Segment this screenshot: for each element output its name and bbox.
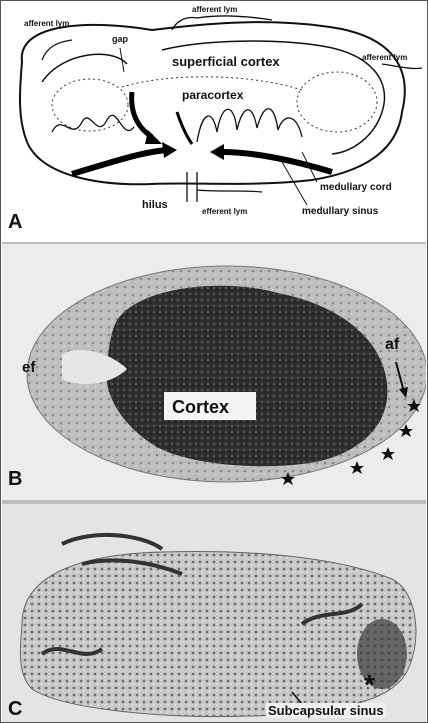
label-gap: gap bbox=[112, 34, 129, 44]
panel-c-letter: C bbox=[8, 698, 22, 721]
flow-arrowhead-right-lower bbox=[210, 144, 224, 160]
flow-arrowhead-left-lower bbox=[162, 142, 177, 158]
efferent-vessel bbox=[197, 190, 262, 192]
label-medullary-sinus: medullary sinus bbox=[302, 206, 379, 217]
label-efferent: efferent lym bbox=[202, 207, 247, 216]
flow-arrow-left-upper bbox=[132, 92, 152, 137]
node-body-c bbox=[20, 551, 416, 716]
label-cortex: Cortex bbox=[172, 397, 229, 417]
label-medullary-cord: medullary cord bbox=[320, 182, 392, 193]
label-af: af bbox=[385, 336, 400, 353]
label-superficial-cortex: superficial cortex bbox=[172, 54, 280, 69]
star-marker bbox=[350, 461, 364, 474]
flow-arrow-left-lower bbox=[72, 150, 167, 174]
label-paracortex: paracortex bbox=[182, 88, 244, 102]
flow-arrowhead-left-upper bbox=[145, 130, 162, 144]
label-afferent-right: afferent lym bbox=[362, 53, 407, 62]
medullary-sinus-leader bbox=[282, 162, 307, 205]
micrograph-c: * bbox=[2, 504, 426, 722]
capsule-outline bbox=[20, 22, 405, 184]
panel-b-micrograph: Cortex ef af B bbox=[2, 244, 426, 500]
lymph-node-schematic: afferent lym afferent lym afferent lym g… bbox=[2, 2, 426, 242]
panel-a-letter: A bbox=[8, 211, 22, 234]
label-subcapsular-sinus: Subcapsular sinus bbox=[266, 703, 386, 718]
micrograph-b: Cortex ef af bbox=[2, 244, 426, 500]
panel-b-letter: B bbox=[8, 468, 22, 491]
follicle-left bbox=[52, 79, 128, 131]
label-hilus: hilus bbox=[142, 199, 168, 211]
label-afferent-left: afferent lym bbox=[24, 19, 69, 28]
flow-arrow-center bbox=[177, 112, 192, 144]
afferent-vessel-left bbox=[42, 40, 72, 60]
hilus-vessel bbox=[187, 172, 197, 202]
label-asterisk: * bbox=[364, 669, 375, 700]
label-ef: ef bbox=[22, 359, 36, 376]
afferent-vessel-right bbox=[382, 64, 422, 69]
star-marker bbox=[381, 447, 395, 460]
label-afferent-top: afferent lym bbox=[192, 5, 237, 14]
flow-arrow-right-lower bbox=[222, 152, 332, 172]
follicle-right bbox=[297, 72, 377, 132]
panel-a-diagram: afferent lym afferent lym afferent lym g… bbox=[2, 2, 426, 242]
panel-c-micrograph: * C Subcapsular sinus bbox=[2, 504, 426, 722]
